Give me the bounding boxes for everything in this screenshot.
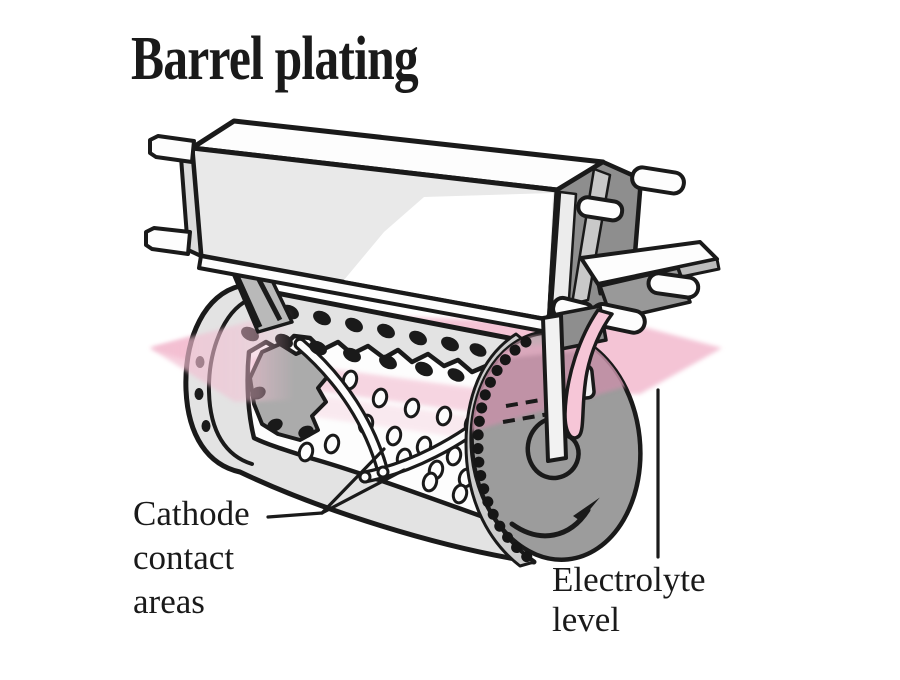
perforated-barrel — [150, 283, 537, 565]
electrolyte-label-line: Electrolyte — [552, 560, 706, 599]
gear-ring — [472, 336, 540, 568]
leader-lines — [266, 388, 660, 559]
frame-peg — [576, 195, 625, 223]
dangler-contact-tip — [358, 470, 372, 484]
cathode-leader-branch — [320, 447, 386, 515]
hanger-bar — [541, 313, 568, 463]
cathode-label-line: areas — [133, 582, 205, 621]
electrolyte-level-label: Electrolyte level — [552, 560, 706, 640]
frame-front-highlight — [344, 193, 553, 317]
frame-peg — [630, 165, 686, 196]
electrolyte-label-line: level — [552, 600, 621, 639]
cathode-leader-branch — [320, 468, 406, 515]
cathode-label-line: Cathode — [133, 494, 250, 533]
cathode-contact-label: Cathode contact areas — [133, 492, 250, 624]
right-hanger — [525, 308, 614, 481]
hanger-hook — [525, 417, 581, 481]
cathode-leader-line — [266, 511, 324, 519]
frame-peg — [148, 134, 196, 164]
dangler-contact-tip — [376, 465, 390, 479]
rotation-arrow — [509, 497, 600, 539]
electrolyte-overlap-left — [150, 310, 292, 402]
frame-peg — [144, 226, 192, 256]
cathode-label-line: contact — [133, 538, 235, 577]
barrel-left-rim — [206, 298, 254, 466]
frame-peg — [646, 271, 701, 300]
dangler-cable-outside — [563, 308, 614, 440]
page-title: Barrel plating — [131, 25, 419, 93]
axis-dashed-lines — [502, 397, 550, 424]
